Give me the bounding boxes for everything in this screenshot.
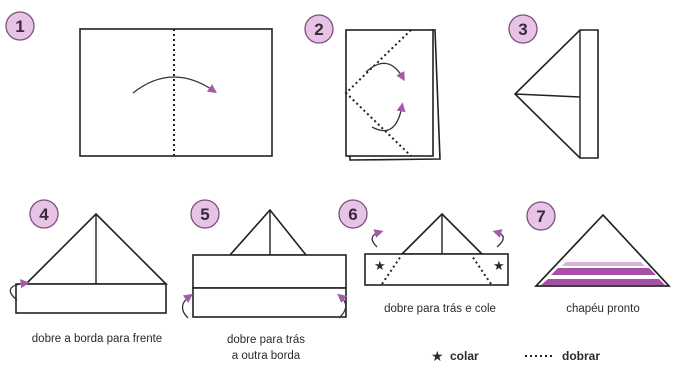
step-caption: dobre para trás e cole xyxy=(384,303,496,315)
fold-arrow-top xyxy=(365,62,405,82)
paper-sheet xyxy=(79,28,273,157)
star-icon: ★ xyxy=(493,259,505,274)
star-icon: ★ xyxy=(374,259,386,274)
step-number: 7 xyxy=(536,207,545,226)
step-number: 6 xyxy=(348,205,357,224)
fold-arrow xyxy=(132,76,217,94)
step-number-badge: 3 xyxy=(508,14,538,44)
step-number-badge: 4 xyxy=(29,199,59,229)
step-7: 7 chapéu pronto xyxy=(526,201,671,315)
star-icon: ★ xyxy=(431,349,444,365)
step-caption-line-2: a outra borda xyxy=(232,350,301,362)
folded-triangle-shape xyxy=(513,29,599,159)
step-number: 4 xyxy=(39,205,49,224)
front-band xyxy=(192,254,347,289)
step-5: 5 dobre para trás a outra borda xyxy=(181,199,348,362)
step-number: 1 xyxy=(15,17,24,36)
stripe-light xyxy=(562,262,645,266)
step-number-badge: 7 xyxy=(526,201,556,231)
bottom-strip xyxy=(15,283,167,314)
fold-arrow-bottom xyxy=(371,102,406,132)
step-number-badge: 1 xyxy=(5,11,35,41)
step-6: 6 ★ ★ dobre para trás e cole xyxy=(338,199,509,315)
step-caption-line-1: dobre para trás xyxy=(227,334,305,346)
step-caption: chapéu pronto xyxy=(566,303,640,315)
step-number-badge: 5 xyxy=(190,199,220,229)
fold-back-arrow-right xyxy=(337,293,348,319)
stripe xyxy=(551,268,656,275)
fold-lines xyxy=(344,29,412,157)
step-number: 5 xyxy=(200,205,209,224)
step-number-badge: 2 xyxy=(304,14,334,44)
step-number: 2 xyxy=(314,20,323,39)
finished-hat xyxy=(534,213,671,287)
fold-forward-arrow xyxy=(9,279,30,301)
step-number: 3 xyxy=(518,20,527,39)
step-4: 4 dobre a borda para frente xyxy=(9,199,168,345)
legend: ★ colar dobrar xyxy=(431,349,600,365)
legend-glue-label: colar xyxy=(450,349,479,363)
band xyxy=(364,253,509,286)
legend-fold-label: dobrar xyxy=(562,349,600,363)
edge-line xyxy=(514,93,581,98)
hat-triangle xyxy=(228,208,308,256)
fold-line-left xyxy=(381,255,402,285)
stripe xyxy=(541,279,665,285)
fold-line-right xyxy=(471,255,492,285)
step-1: 1 xyxy=(5,11,273,157)
step-3: 3 xyxy=(508,14,599,159)
bottom-strip xyxy=(192,287,347,318)
fold-back-arrow-left xyxy=(371,229,384,248)
fold-back-arrow-left xyxy=(181,293,193,319)
folded-sheet xyxy=(345,29,434,157)
step-number-badge: 6 xyxy=(338,199,368,229)
hat-outline xyxy=(534,213,671,287)
fold-back-arrow-right xyxy=(492,229,504,248)
step-2: 2 xyxy=(304,14,441,161)
step-caption: dobre a borda para frente xyxy=(32,333,162,345)
